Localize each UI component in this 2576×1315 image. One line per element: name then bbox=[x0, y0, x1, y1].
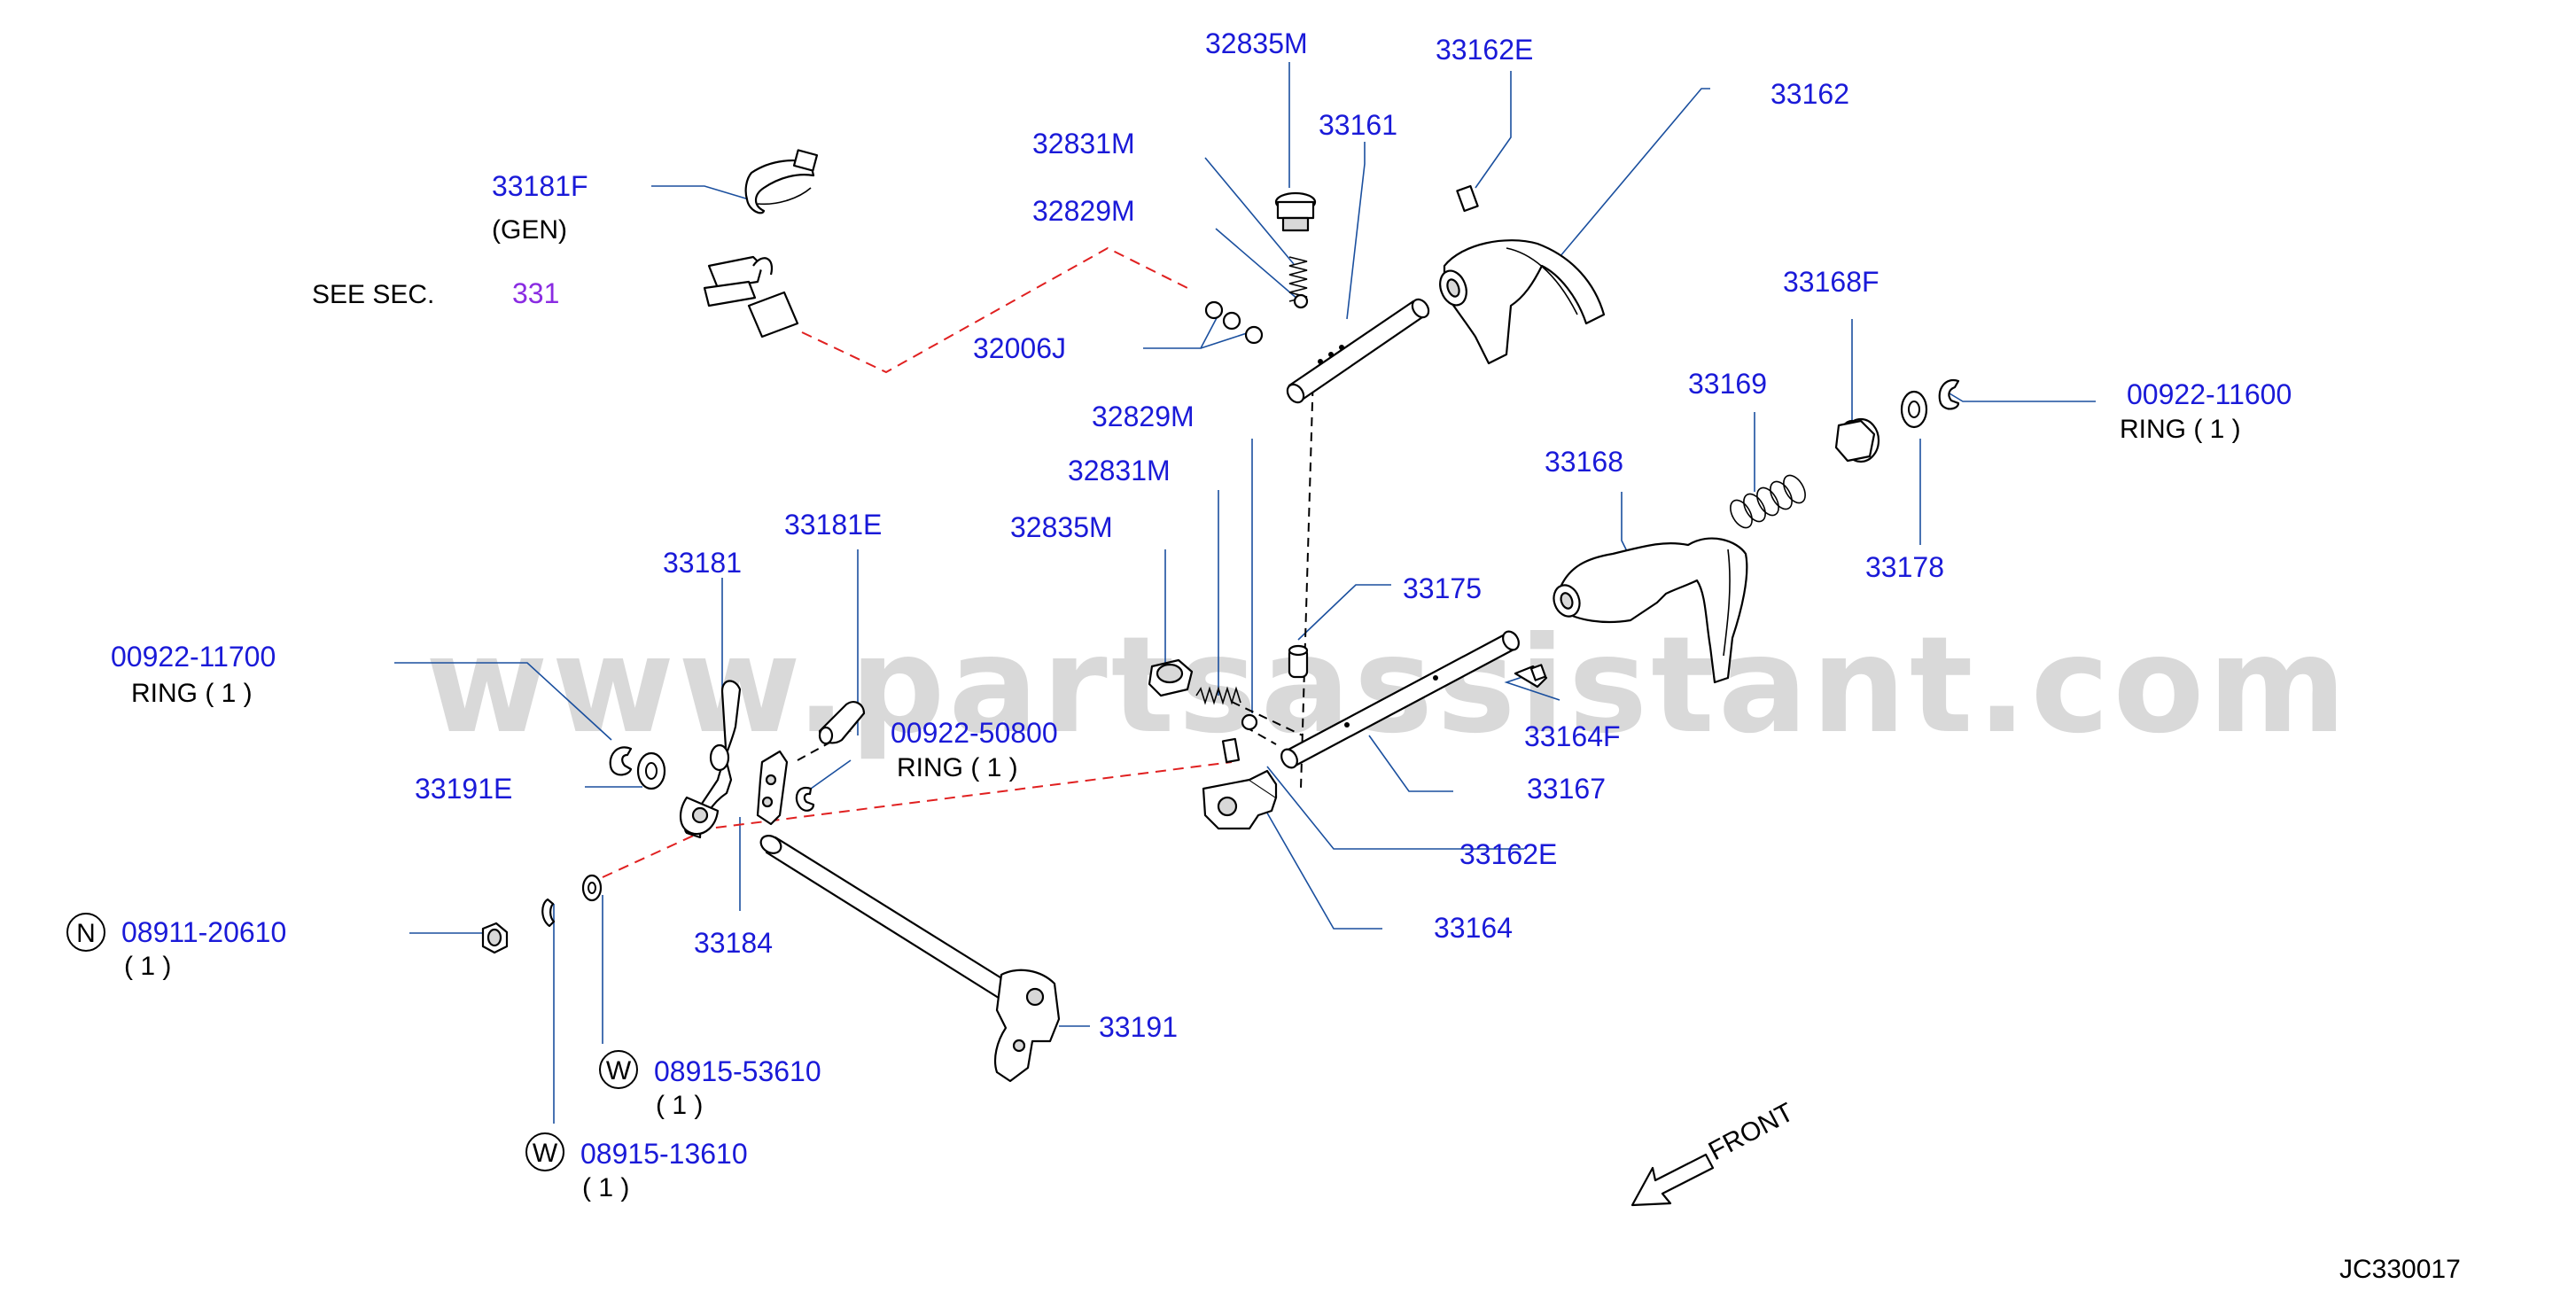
label-32829m-top[interactable]: 32829M bbox=[1032, 195, 1135, 227]
label-33175[interactable]: 33175 bbox=[1403, 572, 1482, 604]
badge-n-circle bbox=[66, 913, 105, 952]
label-ring-mid: RING ( 1 ) bbox=[897, 753, 1018, 782]
label-33181[interactable]: 33181 bbox=[663, 547, 742, 579]
label-32829m-mid[interactable]: 32829M bbox=[1092, 401, 1195, 432]
qty-08915-53610: ( 1 ) bbox=[656, 1091, 703, 1120]
label-32835m-mid[interactable]: 32835M bbox=[1010, 511, 1113, 543]
label-33191[interactable]: 33191 bbox=[1099, 1011, 1178, 1043]
badge-w2-circle bbox=[525, 1132, 564, 1171]
watermark: www.partsassistant.com bbox=[425, 609, 2350, 763]
part-33162e-mid-pin[interactable] bbox=[1221, 737, 1241, 764]
part-08915-53610-washer[interactable] bbox=[581, 874, 603, 902]
label-33169[interactable]: 33169 bbox=[1688, 368, 1767, 400]
label-33168f[interactable]: 33168F bbox=[1783, 266, 1879, 298]
part-32829m-top-ball[interactable] bbox=[1293, 293, 1309, 309]
label-32006j[interactable]: 32006J bbox=[973, 332, 1066, 364]
part-33162-shift-fork[interactable] bbox=[1436, 239, 1606, 365]
part-32831m-top-spring[interactable] bbox=[1288, 256, 1308, 302]
part-33181f-clip[interactable] bbox=[744, 149, 819, 214]
label-33184[interactable]: 33184 bbox=[694, 927, 773, 959]
label-ring-left: RING ( 1 ) bbox=[131, 679, 253, 708]
qty-08915-13610: ( 1 ) bbox=[582, 1173, 629, 1202]
diagram-id: JC330017 bbox=[2339, 1255, 2461, 1284]
label-ring-right: RING ( 1 ) bbox=[2120, 415, 2241, 444]
part-08915-13610-washer[interactable] bbox=[541, 898, 556, 928]
part-33169-spring[interactable] bbox=[1726, 471, 1809, 531]
label-33164f[interactable]: 33164F bbox=[1524, 720, 1621, 752]
label-32835m-top[interactable]: 32835M bbox=[1205, 27, 1308, 59]
label-gen: (GEN) bbox=[492, 215, 567, 245]
label-33164[interactable]: 33164 bbox=[1434, 912, 1513, 944]
part-33191-shift-shaft[interactable] bbox=[758, 832, 1061, 1083]
badge-w2: W bbox=[533, 1139, 558, 1168]
part-33181e-pin[interactable] bbox=[818, 701, 866, 745]
leader-lines bbox=[394, 62, 2096, 1124]
part-ring-00922-50800[interactable] bbox=[795, 786, 815, 812]
label-33181e[interactable]: 33181E bbox=[784, 509, 882, 541]
part-33181-lever[interactable] bbox=[680, 680, 742, 839]
part-33175-pin[interactable] bbox=[1288, 644, 1309, 679]
label-33162e-top[interactable]: 33162E bbox=[1436, 34, 1533, 66]
part-08911-20610-nut[interactable] bbox=[481, 922, 509, 954]
part-sensor-switch[interactable] bbox=[703, 255, 799, 338]
see-sec-link[interactable]: 331 bbox=[512, 277, 559, 309]
label-33167[interactable]: 33167 bbox=[1527, 773, 1606, 805]
part-32006j-balls[interactable] bbox=[1204, 300, 1264, 345]
front-arrow-icon bbox=[1630, 1153, 1715, 1207]
front-label: FRONT bbox=[1704, 1098, 1799, 1167]
part-33168-shift-fork[interactable] bbox=[1550, 537, 1748, 684]
label-00922-11600[interactable]: 00922-11600 bbox=[2127, 378, 2292, 410]
part-33167-shift-rod[interactable] bbox=[1279, 628, 1522, 770]
part-ring-00922-11600[interactable] bbox=[1938, 378, 1960, 410]
label-32831m-mid[interactable]: 32831M bbox=[1068, 455, 1171, 486]
badge-n: N bbox=[76, 919, 96, 948]
label-33168[interactable]: 33168 bbox=[1545, 446, 1623, 478]
badge-w1-circle bbox=[599, 1050, 638, 1089]
label-00922-50800[interactable]: 00922-50800 bbox=[891, 717, 1058, 749]
label-33181f[interactable]: 33181F bbox=[492, 170, 588, 202]
label-32831m-top[interactable]: 32831M bbox=[1032, 128, 1135, 160]
see-sec-text: SEE SEC. bbox=[312, 280, 434, 309]
part-32835m-mid-plug[interactable] bbox=[1148, 658, 1194, 697]
part-33162e-top-pin[interactable] bbox=[1456, 184, 1479, 213]
part-33184-guide[interactable] bbox=[756, 750, 789, 826]
label-33162e-mid[interactable]: 33162E bbox=[1459, 838, 1557, 870]
label-08915-53610[interactable]: 08915-53610 bbox=[654, 1055, 821, 1087]
part-labels: 32835M 33162E 33162 33161 32831M 32829M … bbox=[66, 27, 2461, 1284]
part-ring-00922-11700[interactable] bbox=[609, 746, 633, 776]
label-33162[interactable]: 33162 bbox=[1771, 78, 1849, 110]
label-33161[interactable]: 33161 bbox=[1319, 109, 1397, 141]
label-08911-20610[interactable]: 08911-20610 bbox=[121, 916, 286, 948]
badge-w1: W bbox=[606, 1056, 632, 1085]
part-32829m-mid-ball[interactable] bbox=[1241, 713, 1258, 731]
part-33164-bracket[interactable] bbox=[1202, 769, 1278, 830]
part-33178-washer[interactable] bbox=[1900, 390, 1928, 429]
label-33191e[interactable]: 33191E bbox=[415, 773, 512, 805]
label-00922-11700[interactable]: 00922-11700 bbox=[111, 641, 276, 673]
part-32831m-mid-spring[interactable] bbox=[1195, 686, 1241, 705]
qty-08911-20610: ( 1 ) bbox=[124, 952, 171, 981]
label-33178[interactable]: 33178 bbox=[1865, 551, 1944, 583]
part-32835m-top-plug[interactable] bbox=[1274, 191, 1317, 232]
label-08915-13610[interactable]: 08915-13610 bbox=[580, 1138, 748, 1170]
part-33191e-washer[interactable] bbox=[636, 751, 666, 790]
part-33168f-nut[interactable] bbox=[1834, 417, 1880, 463]
part-33164f-pin[interactable] bbox=[1514, 664, 1548, 689]
part-33161-shift-rod[interactable] bbox=[1284, 296, 1432, 405]
